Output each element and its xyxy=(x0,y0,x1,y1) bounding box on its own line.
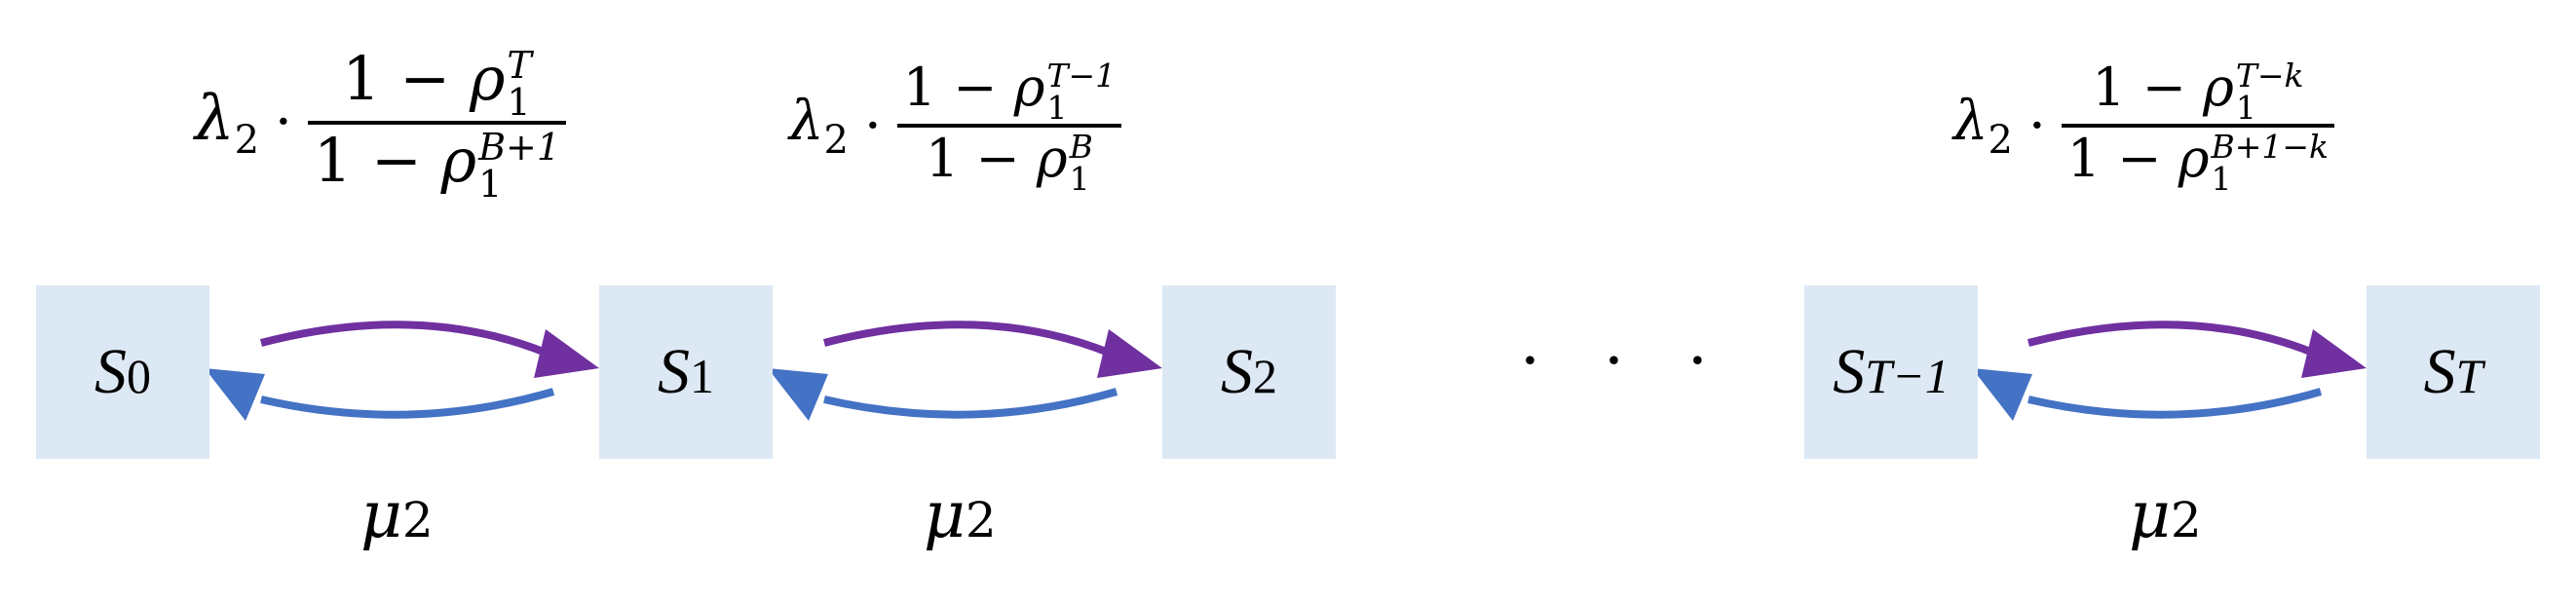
multiply-dot: · xyxy=(863,94,882,158)
state-st-minus-1: ST−1 xyxy=(1804,285,1978,459)
backward-arrow-s1-s0 xyxy=(260,388,555,419)
state-s1-label: S1 xyxy=(658,336,714,407)
state-s1: S1 xyxy=(599,285,773,459)
lambda-symbol: λ2 xyxy=(789,89,849,163)
fraction-bar xyxy=(2061,124,2334,128)
state-s0: S0 xyxy=(36,285,209,459)
backward-arrowhead-s1-s0 xyxy=(205,368,265,421)
backward-arrow-st-st1 xyxy=(2027,388,2323,419)
backward-arrowhead-s2-s1 xyxy=(768,368,828,421)
fraction-bar xyxy=(896,124,1122,128)
state-st: ST xyxy=(2367,285,2540,459)
forward-arrow-st1-st xyxy=(2027,320,2315,357)
backward-rate-s1-s0: μ2 xyxy=(360,477,434,552)
backward-rate-st-st1: μ2 xyxy=(2129,477,2202,552)
forward-arrowhead-s1-s2 xyxy=(1097,329,1162,378)
forward-arrowhead-st1-st xyxy=(2301,329,2367,378)
backward-arrow-s2-s1 xyxy=(823,388,1118,419)
lambda-symbol: λ2 xyxy=(1953,89,2013,163)
state-s0-label: S0 xyxy=(95,336,151,407)
ellipsis: · · · xyxy=(1520,323,1729,398)
state-s2: S2 xyxy=(1162,285,1336,459)
fraction-bar xyxy=(307,120,567,125)
multiply-dot: · xyxy=(275,91,292,155)
forward-arrow-s1-s2 xyxy=(822,320,1111,357)
state-st-label: ST xyxy=(2423,336,2483,407)
backward-arrowhead-st-st1 xyxy=(1972,368,2032,421)
forward-arrow-s0-s1 xyxy=(259,320,548,357)
forward-arrowhead-s0-s1 xyxy=(534,329,599,378)
lambda-symbol: λ2 xyxy=(195,82,260,163)
multiply-dot: · xyxy=(2027,94,2046,158)
state-st-minus-1-label: ST−1 xyxy=(1833,336,1950,407)
state-s2-label: S2 xyxy=(1221,336,1277,407)
backward-rate-s2-s1: μ2 xyxy=(924,477,997,552)
